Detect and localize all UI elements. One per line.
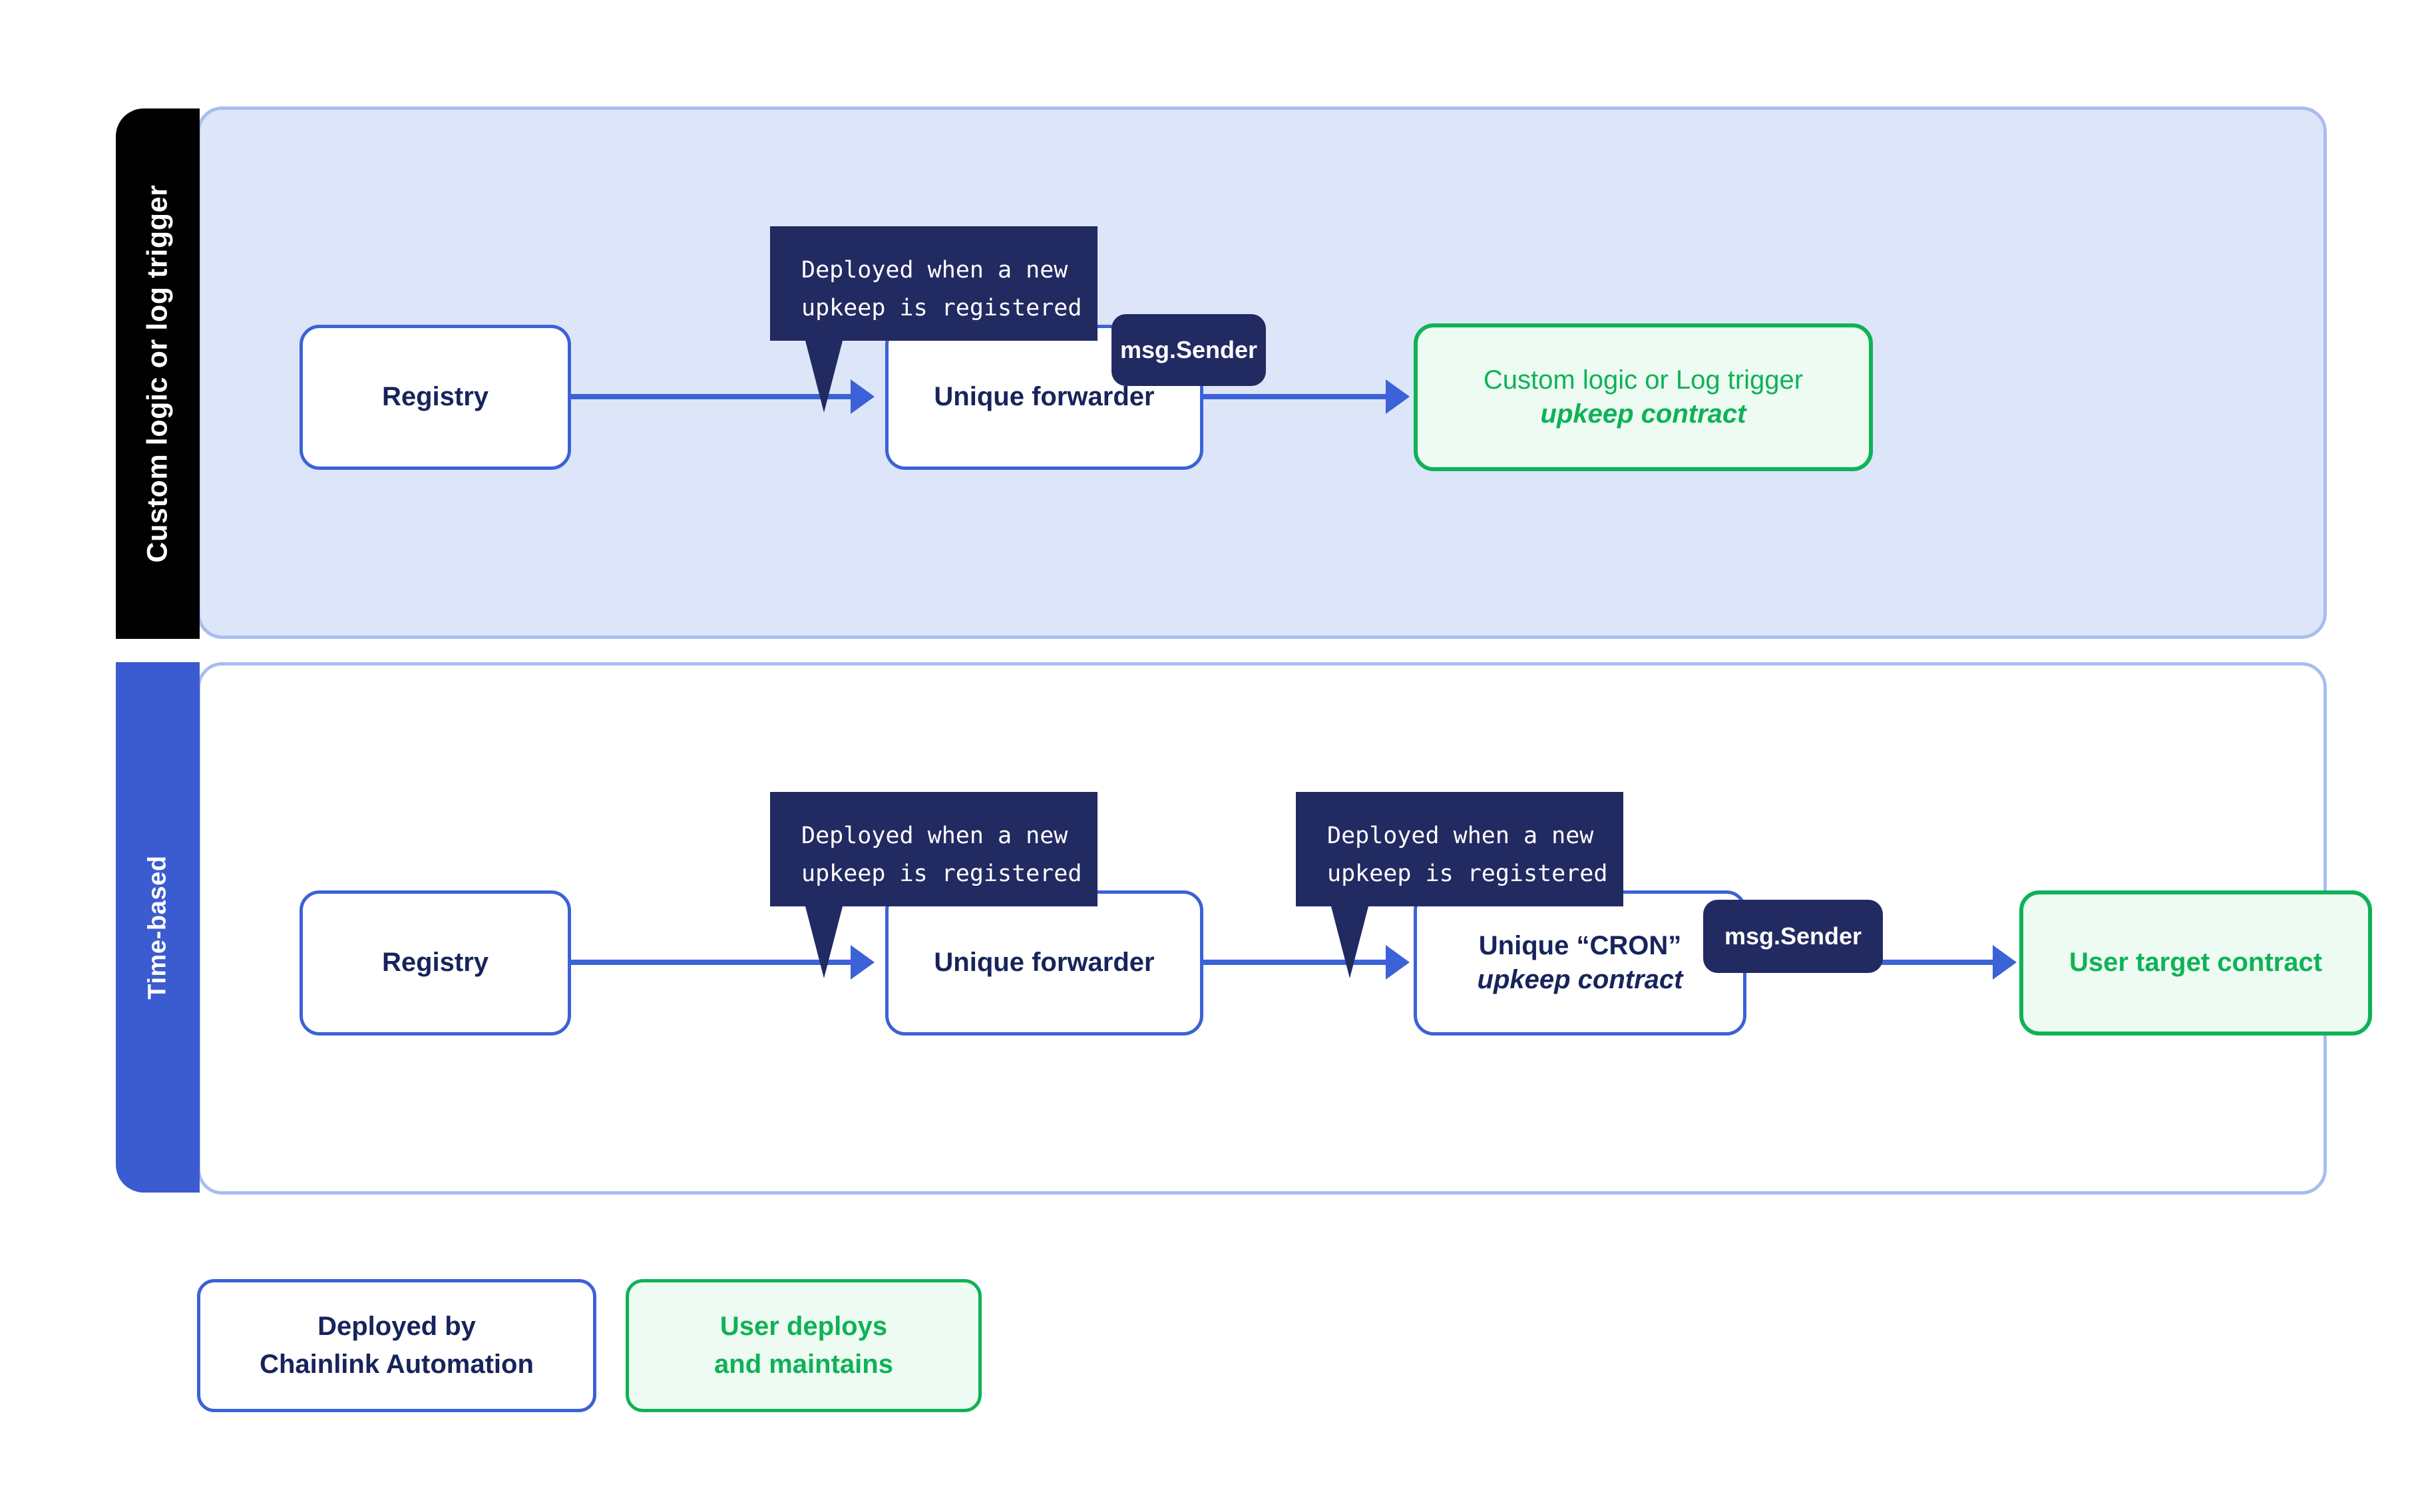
node-user-target-contract-label: User target contract <box>2069 948 2323 978</box>
lane-1-tab: Custom logic or log trigger <box>116 108 200 639</box>
callout-forwarder-tail <box>805 906 843 978</box>
callout-forwarder-line2: upkeep is registered <box>801 294 1082 321</box>
arrowhead-registry-to-forwarder <box>851 379 875 414</box>
lane-custom-logic-or-log-trigger: Custom logic or log trigger Registry Uni… <box>116 106 2327 639</box>
node-cron-upkeep-line1: Unique “CRON” <box>1478 930 1682 960</box>
legend-deployed-by-chainlink: Deployed by Chainlink Automation <box>197 1279 596 1412</box>
callout-cron-deploy: Deployed when a new upkeep is registered <box>1296 792 1623 906</box>
node-unique-forwarder[interactable]: Unique forwarder <box>885 325 1203 470</box>
legend-deployed-by-chainlink-line1: Deployed by <box>317 1312 476 1342</box>
node-unique-forwarder[interactable]: Unique forwarder <box>885 890 1203 1036</box>
node-registry-label: Registry <box>381 382 489 412</box>
connector-registry-to-forwarder <box>571 394 859 399</box>
legend-deployed-by-chainlink-line2: Chainlink Automation <box>260 1350 534 1379</box>
node-cron-upkeep-line2: upkeep contract <box>1477 965 1683 994</box>
node-user-target-contract[interactable]: User target contract <box>2019 890 2372 1036</box>
callout-forwarder-line2: upkeep is registered <box>801 860 1082 887</box>
node-upkeep-contract[interactable]: Custom logic or Log trigger upkeep contr… <box>1414 323 1873 471</box>
legend-user-deploys: User deploys and maintains <box>626 1279 982 1412</box>
legend-user-deploys-line2: and maintains <box>714 1350 893 1379</box>
arrowhead-forwarder-to-cron <box>1386 945 1410 980</box>
msg-sender-badge-label: msg.Sender <box>1119 336 1258 363</box>
node-registry[interactable]: Registry <box>300 325 571 470</box>
connector-registry-to-forwarder <box>571 960 859 965</box>
node-registry-label: Registry <box>381 948 489 978</box>
lane-2-tab: Time-based <box>116 662 200 1193</box>
callout-cron-line2: upkeep is registered <box>1327 860 1608 887</box>
callout-cron-line1: Deployed when a new <box>1327 823 1594 849</box>
msg-sender-badge-label: msg.Sender <box>1724 922 1862 950</box>
node-unique-forwarder-label: Unique forwarder <box>934 382 1155 412</box>
arrowhead-forwarder-to-upkeep <box>1386 379 1410 414</box>
arrowhead-cron-to-user-target <box>1993 945 2017 980</box>
node-upkeep-contract-line2: upkeep contract <box>1540 399 1746 429</box>
node-registry[interactable]: Registry <box>300 890 571 1036</box>
lane-2-tab-label: Time-based <box>143 855 172 1000</box>
connector-forwarder-to-upkeep <box>1090 394 1394 399</box>
arrowhead-registry-to-forwarder <box>851 945 875 980</box>
callout-forwarder-tail <box>805 341 843 413</box>
lane-time-based: Time-based Registry Unique forwarder Uni… <box>116 662 2372 1195</box>
callout-forwarder-line1: Deployed when a new <box>801 823 1068 849</box>
node-unique-forwarder-label: Unique forwarder <box>934 948 1155 978</box>
node-upkeep-contract-line1: Custom logic or Log trigger <box>1483 365 1804 395</box>
callout-cron-tail <box>1331 906 1368 978</box>
callout-forwarder-deploy: Deployed when a new upkeep is registered <box>770 792 1098 906</box>
node-cron-upkeep-contract[interactable]: Unique “CRON” upkeep contract <box>1414 890 1746 1036</box>
connector-forwarder-to-cron <box>1090 960 1394 965</box>
msg-sender-badge: msg.Sender <box>1703 900 1883 973</box>
callout-forwarder-deploy: Deployed when a new upkeep is registered <box>770 226 1098 341</box>
lane-1-tab-label: Custom logic or log trigger <box>141 184 174 563</box>
callout-forwarder-line1: Deployed when a new <box>801 257 1068 284</box>
msg-sender-badge: msg.Sender <box>1111 314 1266 386</box>
legend-user-deploys-line1: User deploys <box>719 1312 888 1342</box>
